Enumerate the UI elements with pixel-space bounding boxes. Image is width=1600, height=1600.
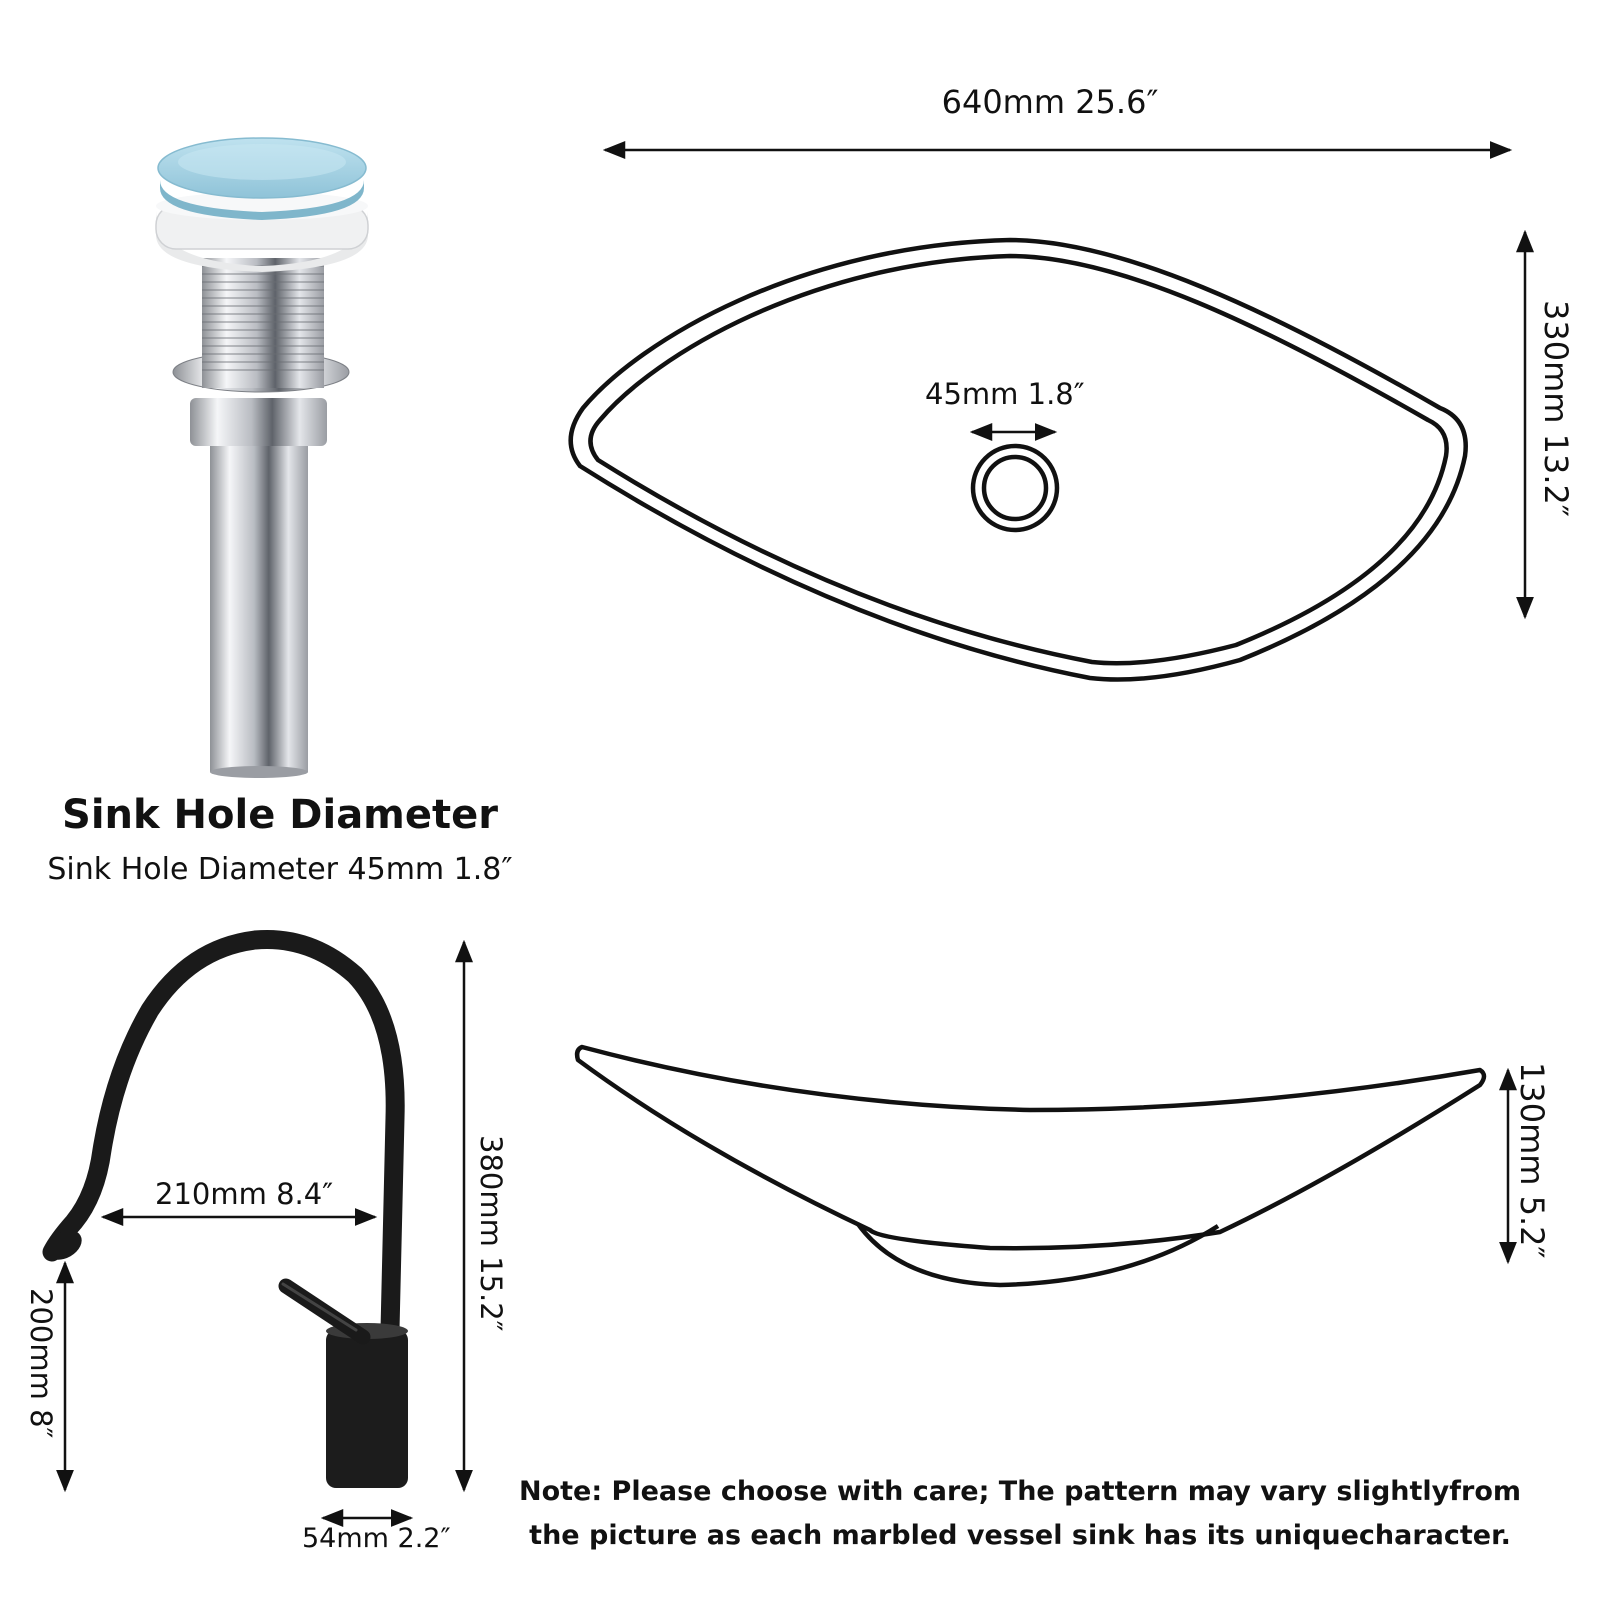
spout-height-label: 200mm 8″ — [24, 1288, 58, 1439]
drain-locknut — [190, 398, 327, 446]
faucet-height-label: 380mm 15.2″ — [474, 1135, 508, 1332]
faucet-base-label: 54mm 2.2″ — [302, 1523, 451, 1554]
drain-tailpipe — [210, 420, 308, 772]
drain-threaded-body — [202, 258, 324, 388]
sink-width-label: 640mm 25.6″ — [941, 83, 1159, 121]
care-note: Note: Please choose with care; The patte… — [500, 1470, 1540, 1558]
sink-top-view — [568, 237, 1468, 682]
faucet-body — [326, 1330, 408, 1488]
spout-reach-label: 210mm 8.4″ — [155, 1177, 334, 1211]
care-note-line-2: the picture as each marbled vessel sink … — [529, 1520, 1511, 1551]
caption-subtitle: Sink Hole Diameter 45mm 1.8″ — [47, 852, 513, 887]
drain-illustration — [155, 137, 369, 778]
faucet-spout — [42, 929, 405, 1382]
sink-height-label: 130mm 5.2″ — [1513, 1062, 1551, 1259]
sink-depth-label: 330mm 13.2″ — [1537, 300, 1575, 517]
sink-side-view — [574, 1044, 1487, 1288]
care-note-line-1: Note: Please choose with care; The patte… — [518, 1476, 1522, 1507]
caption-title: Sink Hole Diameter — [62, 792, 498, 838]
faucet-illustration — [42, 929, 408, 1488]
drain-hole-label: 45mm 1.8″ — [925, 377, 1085, 411]
dimension-arrows — [56, 141, 1534, 1527]
